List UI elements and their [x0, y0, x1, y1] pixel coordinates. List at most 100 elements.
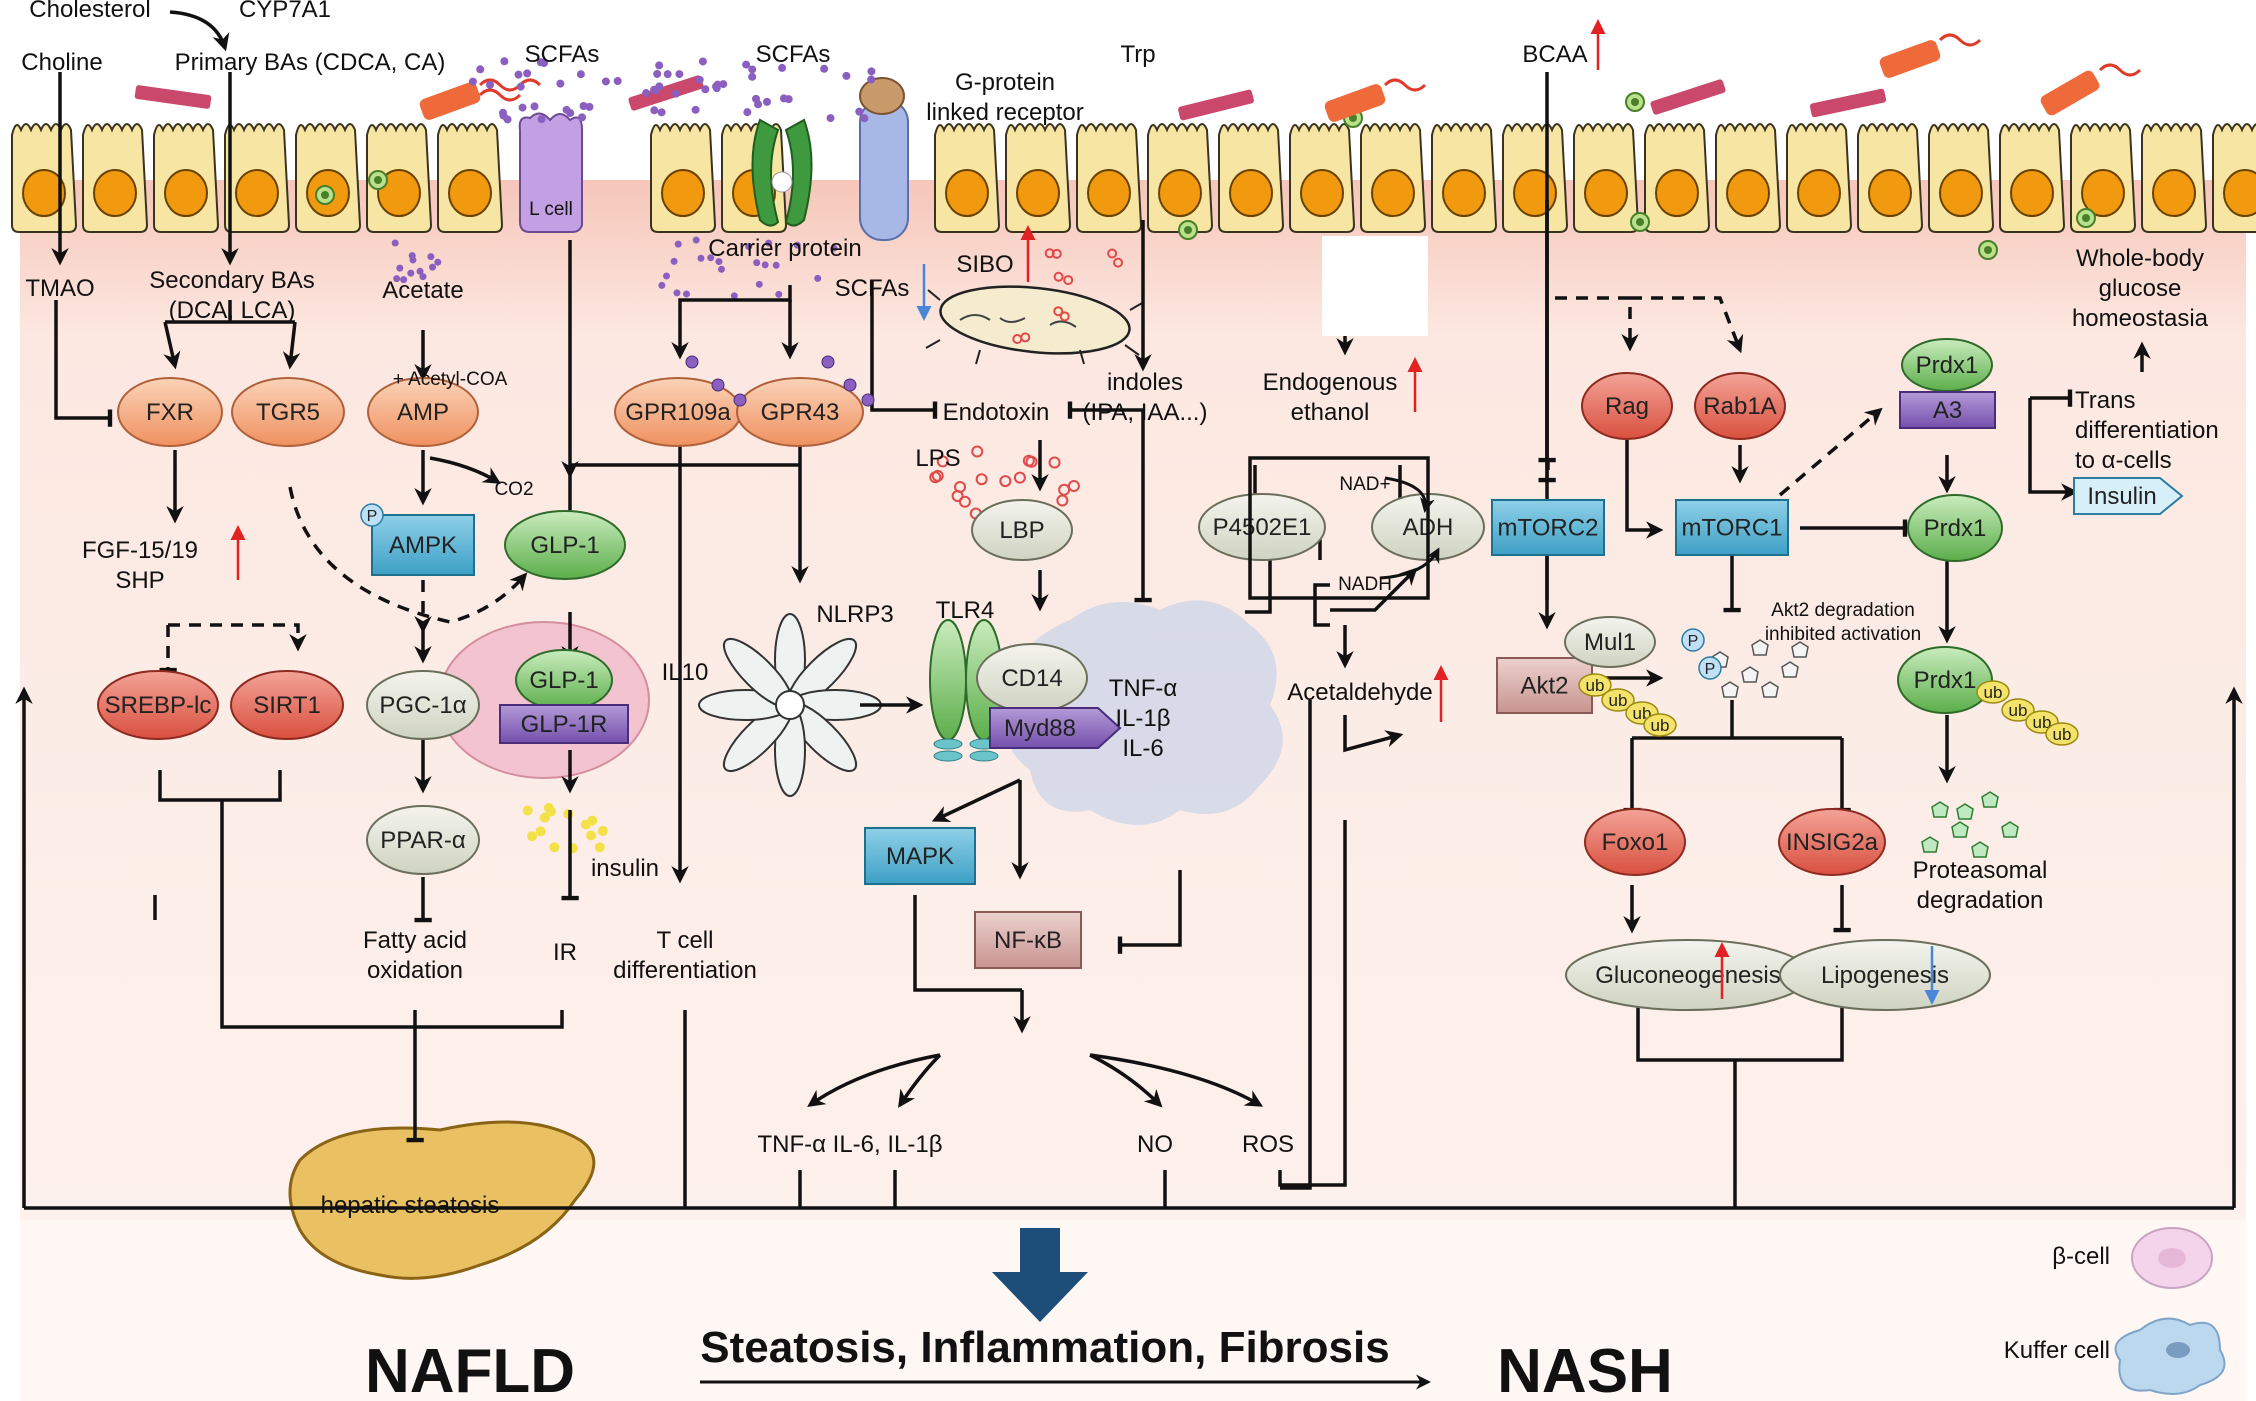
mtorc1-node: mTORC1 — [1675, 499, 1789, 556]
glp1-receptor-node: GLP-1 — [515, 649, 613, 711]
foxo1-node-label: Foxo1 — [1602, 829, 1669, 856]
epithelial-cell — [11, 123, 78, 233]
epithelial-cell — [2141, 123, 2208, 233]
mtorc2-node: mTORC2 — [1491, 499, 1605, 556]
amp-node: AMP — [367, 377, 479, 447]
ampk-node-label: AMPK — [389, 532, 457, 559]
epithelial-cell — [295, 123, 362, 233]
sirt1-node-label: SIRT1 — [253, 692, 321, 719]
epithelial-cell — [1715, 123, 1782, 233]
blank-box — [1322, 236, 1428, 336]
myd88-arrow-shape — [989, 707, 1122, 749]
indoles-label: indoles(IPA, IAA...) — [1083, 369, 1208, 426]
gpr43-node-label: GPR43 — [761, 399, 840, 426]
epithelial-cell — [1928, 123, 1995, 233]
nfkb-node-label: NF-κB — [994, 927, 1062, 954]
degradation-fragments — [1711, 639, 2019, 858]
ubiquitin-label: ub — [1586, 676, 1605, 695]
epithelial-cell — [82, 123, 149, 233]
epithelial-cell — [1360, 123, 1427, 233]
epithelial-cell — [1147, 123, 1214, 233]
insig2a-node: INSIG2a — [1778, 808, 1886, 876]
epithelial-cell — [1502, 123, 1569, 233]
acetate-label: Acetate — [382, 277, 463, 304]
ubiquitin-tag: ub — [1578, 673, 1612, 697]
prdx1-top-node: Prdx1 — [1901, 338, 1993, 392]
prdx1-mid-node: Prdx1 — [1907, 494, 2003, 562]
cholesterol-label: Cholesterol — [29, 0, 150, 23]
phosphate-tag: P — [360, 503, 384, 527]
amp-node-label: AMP — [397, 399, 449, 426]
liver-icon — [288, 1120, 596, 1280]
co2-label: CO2 — [494, 479, 533, 500]
trp-label: Trp — [1120, 41, 1155, 68]
insulin-box-shape — [2073, 477, 2184, 515]
cd14-node-label: CD14 — [1001, 665, 1062, 692]
phosphate-label: P — [1688, 633, 1699, 650]
ppar-node: PPAR-α — [366, 805, 480, 875]
epithelial-cell — [153, 123, 220, 233]
prdx1-mid-node-label: Prdx1 — [1924, 515, 1987, 542]
epithelial-cell — [1857, 123, 1924, 233]
epithelial-cell — [1786, 123, 1853, 233]
rag-node-label: Rag — [1605, 393, 1649, 420]
ubiquitin-tag: ub — [2001, 698, 2035, 722]
insulin-granules — [522, 802, 608, 854]
ir-label: IR — [553, 939, 577, 966]
fxr-node: FXR — [117, 377, 223, 447]
nadh-arrow — [1379, 547, 1440, 580]
nadh-label: NADH — [1338, 574, 1392, 595]
glp1r-node-label: GLP-1R — [521, 711, 608, 738]
srebp-node-label: SREBP-lc — [105, 692, 212, 719]
choline-label: Choline — [21, 49, 102, 76]
gpr43-node: GPR43 — [736, 377, 864, 447]
gpr109a-node-label: GPR109a — [625, 399, 731, 426]
pgc1a-node-label: PGC-1α — [379, 692, 466, 719]
carrier-protein-label: Carrier protein — [708, 235, 861, 262]
no-label: NO — [1137, 1131, 1173, 1158]
foxo1-node: Foxo1 — [1584, 808, 1686, 876]
epithelial-cell — [366, 123, 433, 233]
glp1-receptor-node-label: GLP-1 — [529, 667, 598, 694]
ubiquitin-tag: ub — [1601, 688, 1635, 712]
sibo-label: SIBO — [956, 251, 1013, 278]
lbp-node-label: LBP — [999, 517, 1044, 544]
rab1a-node: Rab1A — [1694, 372, 1786, 440]
cyp7a1-label: CYP7A1 — [239, 0, 331, 23]
feedback-loop — [15, 686, 2243, 1210]
secondary-bas-label: Secondary BAs(DCA, LCA) — [149, 267, 314, 324]
prdx1-top-node-label: Prdx1 — [1916, 352, 1979, 379]
p4502e1-node-label: P4502E1 — [1213, 514, 1312, 541]
phosphate-label: P — [1705, 661, 1716, 678]
a3-node: A3 — [1899, 391, 1996, 429]
epithelial-cell — [1076, 123, 1143, 233]
nlrp3-inflammasome-icon — [698, 613, 882, 797]
epithelial-cell — [1431, 123, 1498, 233]
nash-label: NASH — [1497, 1337, 1673, 1401]
glp1-node: GLP-1 — [504, 510, 626, 580]
bcaa-label: BCAA — [1522, 41, 1587, 68]
ligand-ball — [821, 355, 835, 369]
lipogenesis-node: Lipogenesis — [1779, 939, 1991, 1011]
ubiquitin-tag: ub — [1976, 680, 2010, 704]
progression-block: NAFLD Steatosis, Inflammation, Fibrosis … — [365, 1228, 1673, 1401]
ligand-ball — [733, 393, 747, 407]
akt2-node-label: Akt2 — [1520, 673, 1568, 700]
acetyl-coa-label: + Acetyl-COA — [393, 369, 508, 390]
ligand-ball — [685, 355, 699, 369]
epithelial-cell — [224, 123, 291, 233]
pgc1a-node: PGC-1α — [366, 670, 480, 740]
scfas-label-3: SCFAs — [835, 275, 910, 302]
glp1r-node: GLP-1R — [499, 704, 629, 744]
lps-label: LPS — [915, 445, 960, 472]
cd14-node: CD14 — [976, 643, 1088, 713]
sibo-bacteria-icon — [925, 285, 1145, 365]
kuffer-cell-icon — [2114, 1317, 2226, 1395]
ligand-ball — [711, 378, 725, 392]
insulin-box-label: Insulin — [2087, 483, 2156, 510]
